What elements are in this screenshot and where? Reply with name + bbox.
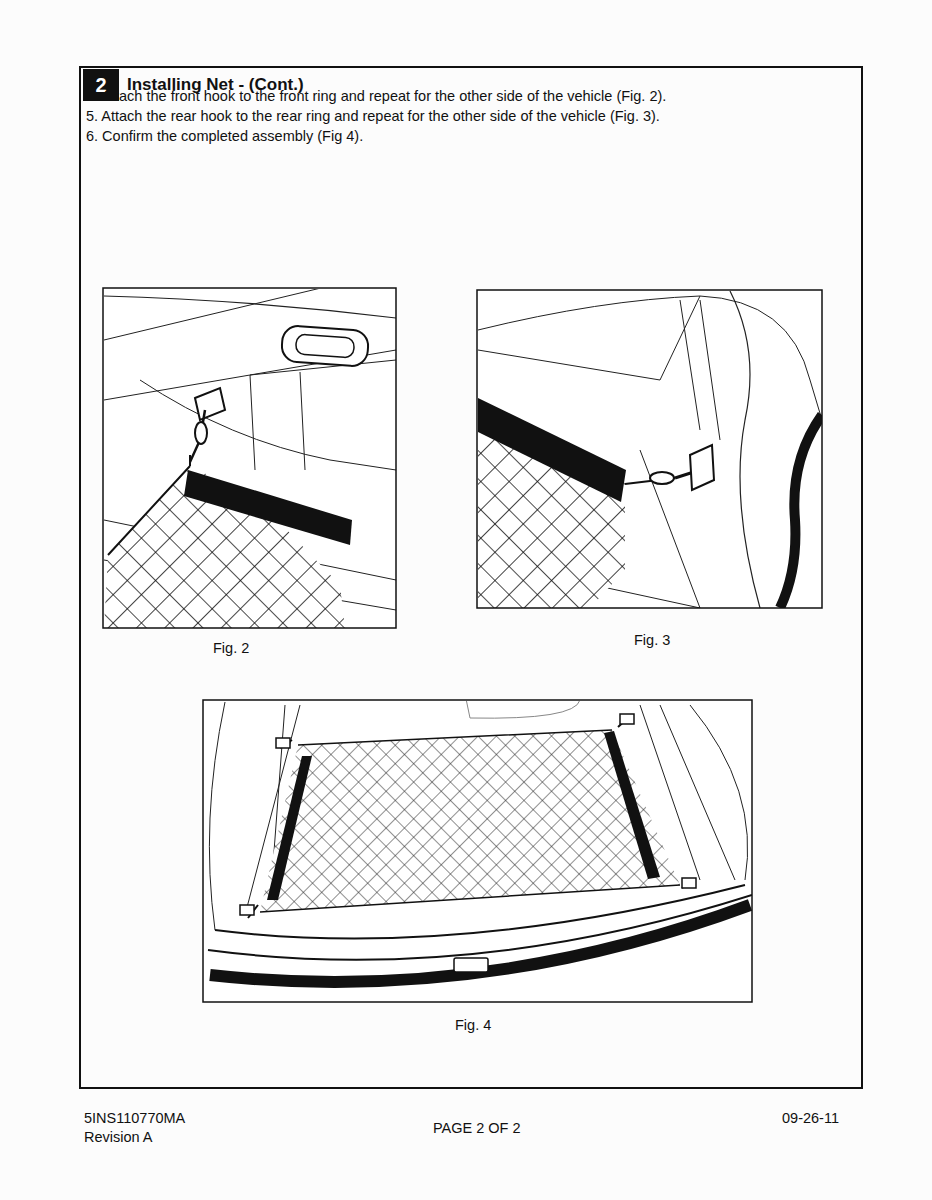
figure-completed-assembly [204,701,752,1002]
page-frame [80,67,862,1088]
instruction-step: 4. Attach the front hook to the front ri… [86,88,666,105]
instruction-step: 6. Confirm the completed assembly (Fig 4… [86,128,363,145]
figure-frame [203,700,752,1002]
figure-frame [477,290,822,608]
revision-note: Revision A [84,1129,153,1146]
figure-front-hook [104,289,396,628]
figure-frame [103,288,396,628]
page-number: PAGE 2 OF 2 [433,1120,521,1137]
figure-caption: Fig. 4 [455,1017,491,1034]
figure-caption: Fig. 3 [634,632,670,649]
document-date: 09-26-11 [782,1110,839,1127]
document-number: 5INS110770MA [84,1110,185,1127]
instruction-step: 5. Attach the rear hook to the rear ring… [86,108,660,125]
figure-rear-hook [478,291,822,608]
figure-caption: Fig. 2 [213,640,249,657]
